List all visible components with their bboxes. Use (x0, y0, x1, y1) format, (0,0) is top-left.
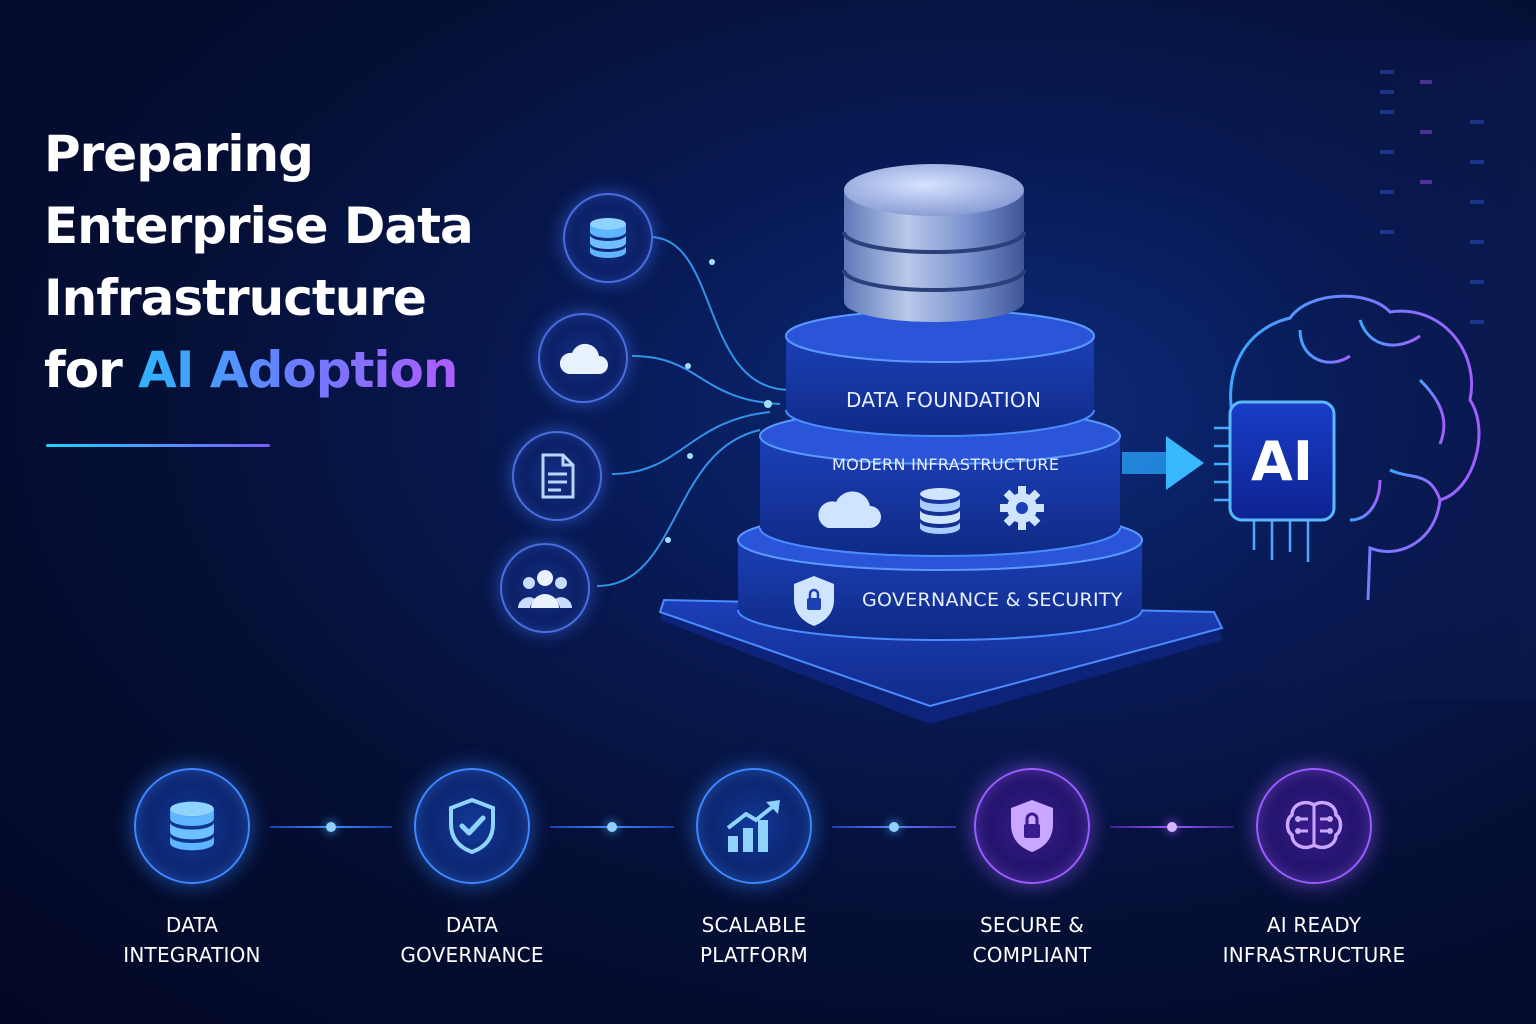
step-label-line: PLATFORM (699, 943, 808, 967)
step-label: SCALABLE PLATFORM (624, 910, 884, 970)
infrastructure-layer-icons (794, 486, 1044, 626)
layer-gear-icon (1000, 486, 1044, 530)
step-label-line: INTEGRATION (123, 943, 261, 967)
connector-users (596, 429, 761, 587)
step-icon-circle (1256, 768, 1372, 884)
step-connector (832, 822, 956, 832)
document-icon (541, 453, 575, 499)
ai-chip (1228, 400, 1336, 522)
source-database-icon (563, 193, 653, 283)
foundation-layer (785, 309, 1095, 437)
title-line-4-prefix: for (44, 341, 139, 399)
source-users-icon (500, 543, 590, 633)
growth-chart-icon (726, 800, 780, 852)
layer-label-foundation: DATA FOUNDATION (846, 388, 1042, 412)
step-label: AI READY INFRASTRUCTURE (1184, 910, 1444, 970)
step-icon-circle (974, 768, 1090, 884)
shield-check-icon (449, 797, 495, 855)
step-icon-circle (134, 768, 250, 884)
source-cloud-icon (538, 313, 628, 403)
step-label-line: SECURE & (979, 913, 1085, 937)
ai-chip-label: AI (1251, 430, 1313, 493)
title-line-2: Enterprise Data (44, 197, 474, 255)
connector-cloud (631, 355, 781, 405)
step-secure-compliant: SECURE & COMPLIANT (902, 760, 1162, 970)
step-label-line: AI READY (1266, 913, 1362, 937)
step-icon-circle (696, 768, 812, 884)
layer-database-icon (920, 488, 960, 534)
step-data-governance: DATA GOVERNANCE (342, 760, 602, 970)
shield-lock-icon (1011, 800, 1053, 852)
layer-label-governance: GOVERNANCE & SECURITY (862, 589, 1123, 611)
connector-dot (326, 822, 336, 832)
connector-document (611, 411, 771, 475)
title-accent: AI Adoption (138, 341, 458, 399)
brain-icon (1285, 800, 1343, 850)
users-icon (518, 570, 572, 608)
step-label-line: DATA (165, 913, 219, 937)
connection-lines (596, 236, 791, 587)
title-line-4: for AI Adoption (44, 334, 473, 406)
layer-shield-lock-icon (794, 576, 834, 626)
title-line-3: Infrastructure (44, 269, 427, 327)
step-label: DATA GOVERNANCE (342, 910, 602, 970)
capability-steps: DATA INTEGRATION DATA GOVERNANCE (0, 760, 1536, 1000)
connector-dot (607, 822, 617, 832)
step-label-line: COMPLIANT (972, 943, 1092, 967)
step-icon-circle (414, 768, 530, 884)
cloud-icon (559, 343, 608, 374)
ai-brain-chip (1214, 294, 1481, 601)
connector-dot (1167, 822, 1177, 832)
connector-database (649, 236, 791, 391)
step-connector (550, 822, 674, 832)
title-line-1: Preparing (44, 125, 314, 183)
arrow-to-ai (1122, 436, 1204, 490)
step-connector (270, 822, 392, 832)
source-document-icon (512, 431, 602, 521)
layer-label-infrastructure: MODERN INFRASTRUCTURE (832, 455, 1060, 474)
layer-cloud-icon (818, 491, 881, 528)
step-label: DATA INTEGRATION (62, 910, 322, 970)
metal-database-cylinder (842, 164, 1026, 322)
database-icon (590, 218, 626, 258)
connector-dot (889, 822, 899, 832)
step-label-line: GOVERNANCE (400, 943, 544, 967)
database-icon (170, 801, 214, 851)
server-rack-background (1200, 40, 1536, 700)
title-underline (46, 444, 270, 447)
step-connector (1110, 822, 1234, 832)
step-data-integration: DATA INTEGRATION (62, 760, 322, 970)
step-label: SECURE & COMPLIANT (902, 910, 1162, 970)
page-title: Preparing Enterprise Data Infrastructure… (44, 118, 474, 406)
step-ai-ready-infrastructure: AI READY INFRASTRUCTURE (1184, 760, 1444, 970)
step-scalable-platform: SCALABLE PLATFORM (624, 760, 884, 970)
step-label-line: SCALABLE (701, 913, 807, 937)
step-label-line: DATA (445, 913, 499, 937)
brain-icon (1229, 294, 1481, 601)
step-label-line: INFRASTRUCTURE (1222, 943, 1406, 967)
